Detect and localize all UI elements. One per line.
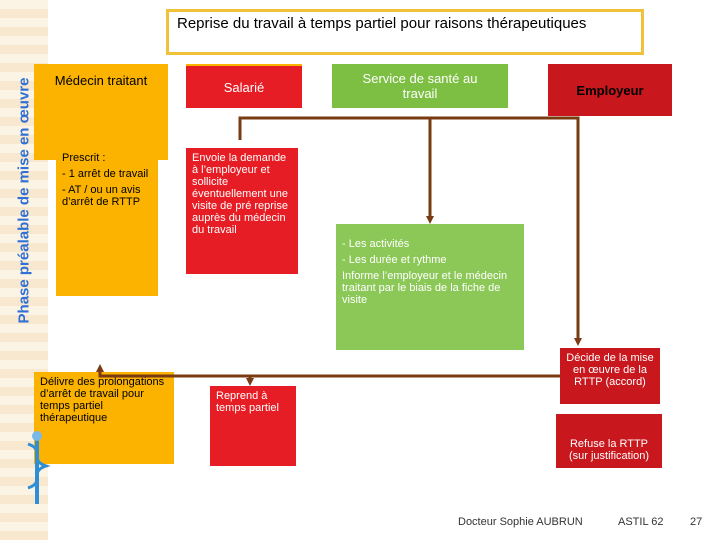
box-decide: Décide de la mise en œuvre de la RTTP (a…: [560, 348, 660, 404]
prescrit-line-2: - AT / ou un avis d’arrêt de RTTP: [62, 184, 141, 208]
caduceus-logo: [27, 431, 51, 504]
arrow-salarie-to-employeur: [238, 116, 582, 346]
prescrit-line-1: - 1 arrêt de travail: [62, 168, 149, 180]
box-delivre: Délivre des prolongations d’arrêt de tra…: [34, 372, 174, 464]
box-sst: - Les activités - Les durée et rythme In…: [336, 224, 524, 350]
sst-line-2: - Les durée et rythme: [342, 254, 447, 266]
column-header-employeur: Employeur: [548, 64, 672, 116]
page-number: 27: [690, 516, 703, 528]
footer-org: ASTIL 62: [618, 516, 664, 528]
sst-line-1: - Les activités: [342, 238, 410, 250]
footer-author: Docteur Sophie AUBRUN: [458, 516, 583, 528]
column-header-medecin: Médecin traitant: [34, 64, 168, 160]
column-header-sst: Service de santé au travail: [332, 64, 508, 108]
box-refuse: Refuse la RTTP (sur justification): [556, 414, 662, 468]
column-header-salarie: Salarié: [186, 64, 302, 108]
box-envoie-demande: Envoie la demande à l’employeur et solli…: [186, 148, 298, 274]
page-title: Reprise du travail à temps partiel pour …: [166, 9, 644, 55]
arrow-decide-to-delivre: [96, 364, 250, 378]
arrow-decide-to-reprend: [246, 374, 560, 386]
box-reprend: Reprend à temps partiel: [210, 386, 296, 466]
sst-informe: Informe l’employeur et le médecin traita…: [342, 270, 508, 306]
box-prescrit: Prescrit : - 1 arrêt de travail - AT / o…: [56, 148, 158, 296]
prescrit-title: Prescrit :: [62, 152, 106, 164]
